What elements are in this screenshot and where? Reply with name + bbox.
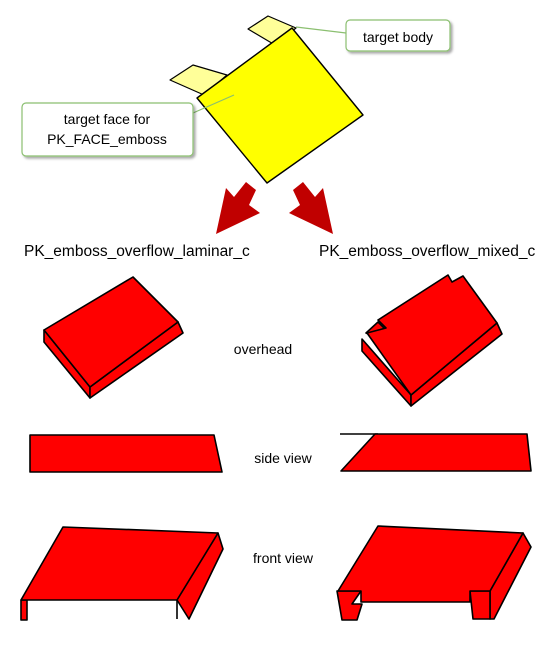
left-arrow bbox=[216, 182, 260, 234]
right-arrow bbox=[289, 182, 333, 234]
upper-tab bbox=[247, 15, 297, 46]
mixed-front-left-leg bbox=[336, 590, 363, 621]
left-arrow-shape bbox=[216, 182, 260, 234]
mixed-side-view bbox=[340, 433, 532, 472]
mixed-overhead bbox=[361, 274, 503, 407]
target-face-callout: target face for PK_FACE_emboss bbox=[21, 94, 235, 157]
target-face-callout-box bbox=[21, 102, 194, 157]
row-label-overhead: overhead bbox=[234, 341, 292, 357]
target-body-leader bbox=[295, 26, 347, 34]
row-label-front-view: front view bbox=[253, 550, 314, 566]
left-column-title: PK_emboss_overflow_laminar_c bbox=[24, 243, 250, 260]
laminar-overhead bbox=[43, 276, 184, 399]
mixed-front-view bbox=[336, 525, 532, 621]
row-label-side-view: side view bbox=[254, 450, 312, 466]
laminar-side-body bbox=[29, 434, 223, 473]
laminar-front-left-flap bbox=[20, 599, 28, 621]
laminar-front-view bbox=[20, 526, 224, 621]
mixed-front-top-face bbox=[337, 525, 524, 603]
left-tab bbox=[169, 64, 228, 96]
laminar-front-top-face bbox=[20, 526, 219, 601]
right-arrow-shape bbox=[289, 182, 333, 234]
mixed-front-right-leg bbox=[469, 590, 491, 620]
mixed-overhead-top-face bbox=[366, 274, 498, 396]
target-face-leader bbox=[192, 94, 235, 114]
right-column-title: PK_emboss_overflow_mixed_c bbox=[319, 243, 535, 260]
target-body-callout-box bbox=[345, 19, 451, 52]
target-body-label: target body bbox=[363, 29, 433, 45]
mixed-side-body bbox=[340, 433, 532, 472]
target-face bbox=[196, 27, 364, 184]
target-body bbox=[169, 15, 364, 184]
target-body-callout: target body bbox=[295, 19, 451, 52]
laminar-overhead-top-face bbox=[43, 276, 179, 388]
laminar-side-view bbox=[29, 434, 223, 473]
target-face-label-line2: PK_FACE_emboss bbox=[47, 131, 167, 147]
target-face-label-line1: target face for bbox=[64, 111, 151, 127]
